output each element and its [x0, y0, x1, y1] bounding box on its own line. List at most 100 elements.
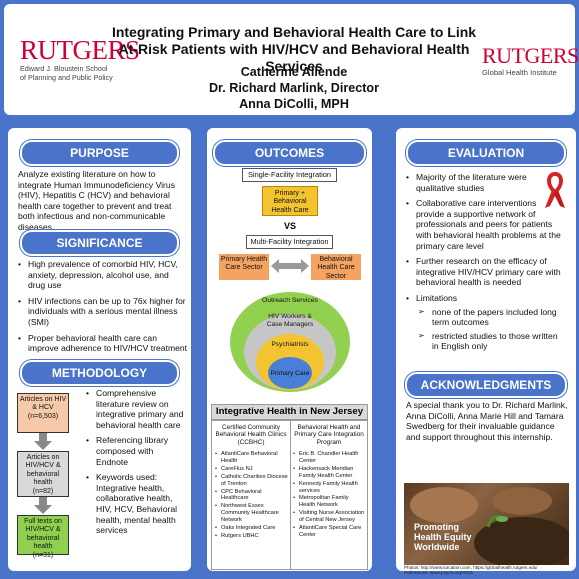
multi-facility-label: Multi-Facility Integration — [246, 235, 333, 249]
poster-header: RUTGERS Edward J. Bloustein School of Pl… — [4, 4, 579, 115]
list-item: Northwest Essex Community Healthcare Net… — [215, 503, 288, 524]
nj-table: Certified Community Behavioral Health Cl… — [211, 420, 368, 570]
logo-wordmark: RUTGERS — [20, 35, 140, 65]
list-item: Further research on the efficacy of inte… — [406, 256, 566, 288]
flow-arrow-down-icon — [34, 441, 52, 450]
significance-heading: SIGNIFICANCE — [20, 230, 179, 256]
ring-label-primary-care: Primary Care — [270, 370, 310, 377]
box-count: (n=82) — [32, 487, 54, 495]
limitations-list: none of the papers included long term ou… — [416, 307, 566, 352]
methodology-list: Comprehensive literature review on integ… — [86, 388, 186, 541]
flow-arrow-down-icon — [34, 505, 52, 514]
list-item: none of the papers included long term ou… — [416, 307, 566, 328]
logo-wordmark: RUTGERS — [482, 43, 579, 68]
box-line: behavioral health — [26, 470, 60, 487]
author-list: Catherine Allende Dr. Richard Marlink, D… — [164, 64, 424, 112]
credits-footer: Photos: http://www.iurcation.com, https:… — [404, 565, 576, 576]
outcomes-heading: OUTCOMES — [213, 140, 366, 166]
nj-table-heading: Integrative Health in New Jersey — [211, 404, 368, 420]
flow-arrow-stem — [39, 497, 47, 507]
methodology-box-2: Articles on HIV/HCV & behavioral health … — [17, 451, 69, 497]
list-item: Rutgers UBHC — [215, 533, 288, 540]
list-item: Catholic Charities Diocese of Trenton — [215, 474, 288, 488]
caption-line: Worldwide — [414, 542, 460, 552]
behavioral-sector-box: Behavioral Health Care Sector — [311, 254, 361, 280]
list-item: CareFlus NJ — [215, 466, 288, 473]
methodology-heading: METHODOLOGY — [20, 360, 179, 386]
box-line: Articles on HIV — [19, 396, 67, 403]
photo-caption: Promoting Health Equity Worldwide — [414, 522, 472, 552]
single-facility-box: Primary + Behavioral Health Care — [262, 186, 318, 216]
vs-label: VS — [283, 221, 296, 231]
limitations-label: Limitations — [416, 292, 458, 303]
evaluation-heading: EVALUATION — [406, 140, 566, 166]
logo-subtitle-line-2: of Planning and Public Policy — [20, 73, 113, 82]
logo-subtitle: Global Health Institute — [482, 68, 557, 77]
poster-title: Integrating Primary and Behavioral Healt… — [111, 24, 477, 74]
list-item: Metropolitan Family Health Network — [293, 495, 366, 509]
rutgers-global-health-logo: RUTGERS Global Health Institute — [482, 43, 579, 78]
box-line: Articles on HIV/HCV & — [25, 454, 61, 470]
author-3: Anna DiColli, MPH — [239, 97, 349, 111]
box-line: & HCV — [32, 404, 54, 412]
acknowledgments-heading: ACKNOWLEDGMENTS — [405, 372, 567, 398]
single-facility-label: Single-Facility Integration — [242, 168, 337, 182]
methodology-box-1: Articles on HIV & HCV (n=6,503) — [17, 393, 69, 433]
right-column: EVALUATION Majority of the literature we… — [396, 128, 576, 571]
photo-illustration — [410, 487, 569, 565]
nj-right-header: Behavioral Health and Primary Care Integ… — [294, 424, 364, 446]
list-item: Eric B. Chandler Health Center — [293, 451, 366, 465]
primary-sector-box: Primary Health Care Sector — [219, 254, 269, 280]
list-item: Majority of the literature were qualitat… — [406, 172, 536, 193]
list-item: High prevalence of comorbid HIV, HCV, an… — [18, 259, 188, 291]
nj-left-header: Certified Community Behavioral Health Cl… — [215, 424, 287, 446]
ring-label-psychiatrists: Psychiatrists — [271, 341, 309, 348]
flow-arrow-stem — [39, 433, 47, 443]
list-item: Collaborative care interventions provide… — [406, 198, 566, 251]
logo-subtitle-line-1: Edward J. Bloustein School — [20, 64, 108, 73]
caption-line: Health Equity — [414, 532, 472, 542]
hands-soil-photo: Promoting Health Equity Worldwide — [404, 483, 569, 565]
list-item: AtlantiCare Special Care Center — [293, 525, 366, 539]
list-item: Hackensack Meridian Family Health Center — [293, 466, 366, 480]
methodology-box-3: Full texts on HIV/HCV & behavioral healt… — [17, 515, 69, 559]
box-line: behavioral health — [26, 534, 60, 551]
list-item: CPC Behavioral Healthcare — [215, 489, 288, 503]
ring-label-outreach: Outreach Services — [262, 297, 318, 304]
caption-line: Promoting — [414, 522, 459, 532]
significance-list: High prevalence of comorbid HIV, HCV, an… — [18, 259, 188, 359]
list-item: Oaks Integrated Care — [215, 525, 288, 532]
rutgers-bloustein-logo: RUTGERS Edward J. Bloustein School of Pl… — [20, 35, 140, 83]
references-text: References: www.psych.org/AIDS — [404, 570, 473, 576]
list-item: Kennedy Family Health services — [293, 481, 366, 495]
list-item: HIV infections can be up to 76x higher f… — [18, 296, 188, 328]
integration-program-list: Eric B. Chandler Health Center Hackensac… — [293, 451, 366, 540]
left-column: PURPOSE Analyze existing literature on h… — [8, 128, 191, 571]
box-count: (n=6,503) — [27, 412, 59, 420]
double-arrow-icon — [271, 259, 309, 273]
list-item: Proper behavioral health care can improv… — [18, 333, 188, 354]
list-item: Keywords used: Integrative health, colla… — [86, 472, 186, 536]
list-item: Comprehensive literature review on integ… — [86, 388, 186, 430]
box-count: (n=31) — [32, 551, 54, 559]
column-divider — [290, 421, 291, 569]
purpose-heading: PURPOSE — [20, 140, 179, 166]
ccbhc-list: AtlantiCare Behavioral Health CareFlus N… — [215, 451, 288, 541]
primary-care-ring — [268, 357, 312, 389]
list-item: AtlantiCare Behavioral Health — [215, 451, 288, 465]
list-item: restricted studies to those written in E… — [416, 331, 566, 352]
evaluation-list: Majority of the literature were qualitat… — [406, 172, 566, 357]
ring-label-case-managers: HIV Workers & Case Managers — [266, 313, 314, 329]
middle-column: OUTCOMES Single-Facility Integration Pri… — [207, 128, 372, 571]
photo-credits-link[interactable]: Photos: http://www.iurcation.com, https:… — [404, 565, 538, 570]
author-1: Catherine Allende — [240, 65, 348, 79]
list-item: Referencing library composed with Endnot… — [86, 435, 186, 467]
box-line: Full texts on HIV/HCV & — [24, 518, 62, 534]
list-item: Visiting Nurse Association of Central Ne… — [293, 510, 366, 524]
purpose-text: Analyze existing literature on how to in… — [18, 169, 175, 232]
author-2: Dr. Richard Marlink, Director — [208, 81, 380, 95]
care-rings-diagram — [230, 292, 350, 392]
acknowledgments-text: A special thank you to Dr. Richard Marli… — [406, 400, 568, 442]
list-item: Limitations none of the papers included … — [406, 293, 566, 352]
